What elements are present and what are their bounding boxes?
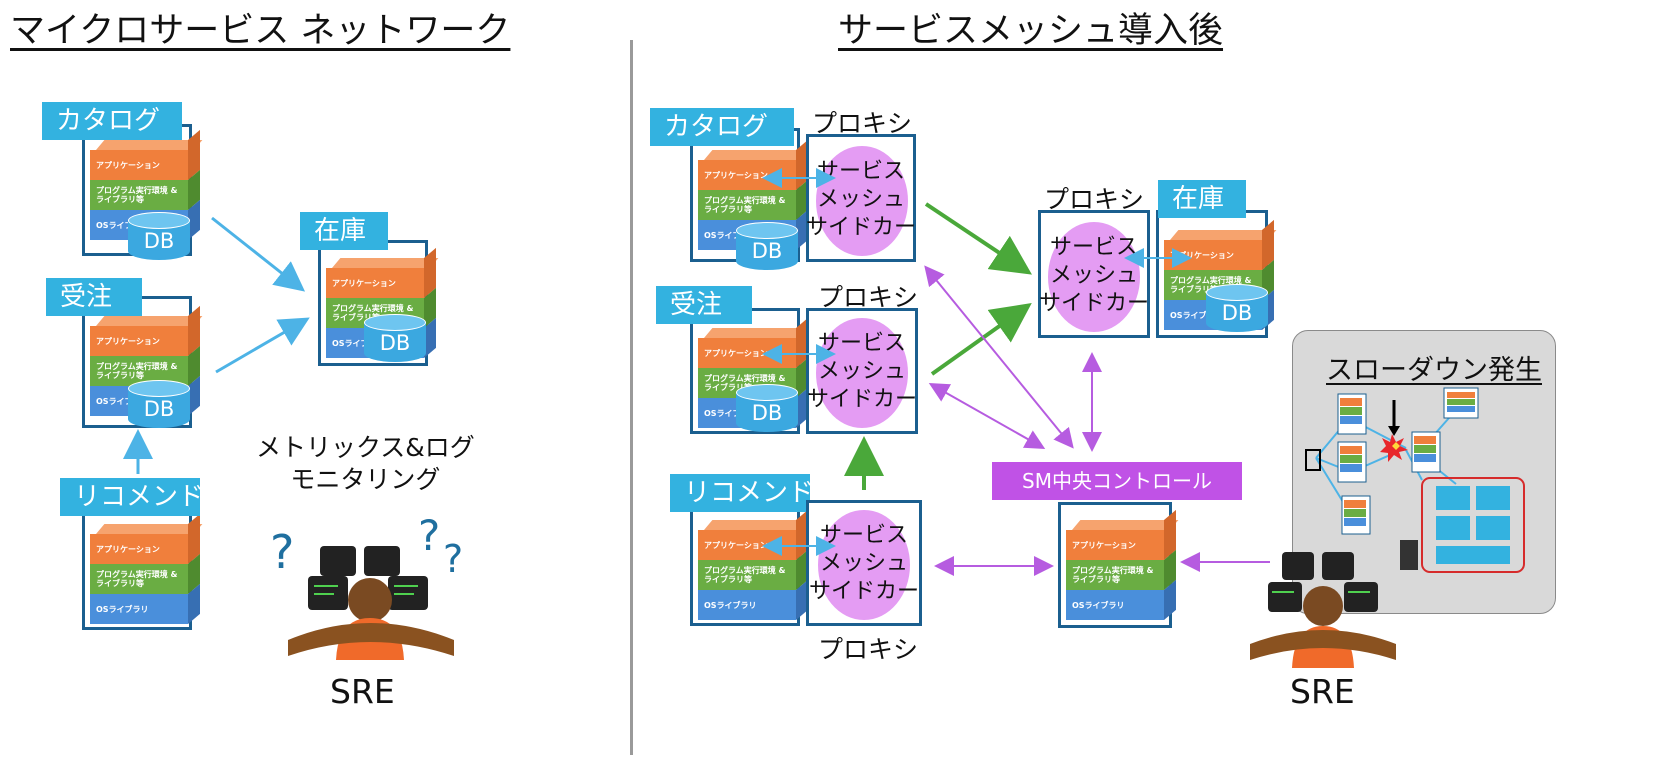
control-plane-stack: アプリケーション プログラム実行環境 & ライブラリ等 OSライブラリ — [1066, 530, 1164, 620]
right-catalog-proxy-label: プロキシ — [812, 109, 913, 138]
engineer-icon — [1250, 552, 1396, 668]
right-stock-tag: 在庫 — [1158, 180, 1246, 218]
right-stock-proxy-label: プロキシ — [1044, 185, 1145, 214]
sm-central-control-label: SM中央コントロール — [992, 462, 1242, 500]
runtime-layer: プログラム実行環境 & ライブラリ等 — [1066, 560, 1164, 590]
sidecar-oval — [818, 510, 910, 620]
svg-text:?: ? — [443, 537, 463, 581]
app-layer: アプリケーション — [90, 150, 188, 180]
svg-text:?: ? — [418, 511, 440, 560]
left-order-tag: 受注 — [46, 278, 142, 316]
right-recommend-proxy-label: プロキシ — [818, 635, 919, 664]
right-order-sidecar-text: サービス メッシュ サイドカー — [806, 331, 917, 412]
mini-topology-icon — [1305, 387, 1525, 573]
app-layer: アプリケーション — [90, 534, 188, 564]
slowdown-title: スローダウン発生 — [1326, 355, 1542, 386]
runtime-layer: プログラム実行環境 & ライブラリ等 — [90, 180, 188, 210]
os-layer: OSライブラリ — [90, 594, 188, 624]
sidecar-oval — [816, 318, 908, 428]
right-sre-label: SRE — [1290, 672, 1355, 711]
confused-engineer-icon: ? ? ? — [270, 511, 463, 660]
left-order-db-icon: DB — [128, 380, 190, 428]
right-order-db-icon: DB — [736, 384, 798, 432]
os-layer: OSライブラリ — [698, 590, 796, 620]
right-catalog-tag: カタログ — [650, 108, 794, 146]
os-layer: OSライブラリ — [1066, 590, 1164, 620]
runtime-layer: プログラム実行環境 & ライブラリ等 — [90, 564, 188, 594]
left-catalog-db-icon: DB — [128, 212, 190, 260]
monitoring-label: メトリックス&ログ モニタリング — [256, 433, 475, 494]
left-stock-db-icon: DB — [364, 314, 426, 362]
left-catalog-tag: カタログ — [42, 102, 182, 140]
svg-text:?: ? — [270, 525, 294, 579]
app-layer: アプリケーション — [326, 268, 424, 298]
sidecar-oval — [816, 146, 908, 256]
right-catalog-sidecar-text: サービス メッシュ サイドカー — [806, 159, 917, 240]
right-recommend-sidecar-text: サービス メッシュ サイドカー — [808, 523, 919, 604]
runtime-layer: プログラム実行環境 & ライブラリ等 — [698, 560, 796, 590]
app-layer: アプリケーション — [90, 326, 188, 356]
app-layer: アプリケーション — [1066, 530, 1164, 560]
right-order-proxy-label: プロキシ — [818, 283, 919, 312]
section-divider — [630, 40, 633, 755]
left-recommend-stack: アプリケーション プログラム実行環境 & ライブラリ等 OSライブラリ — [90, 534, 188, 624]
left-stock-tag: 在庫 — [300, 212, 388, 250]
left-title: マイクロサービス ネットワーク — [10, 11, 511, 51]
right-recommend-tag: リコメンド — [670, 474, 814, 512]
right-title: サービスメッシュ導入後 — [838, 11, 1224, 51]
runtime-layer: プログラム実行環境 & ライブラリ等 — [698, 190, 796, 220]
right-stock-db-icon: DB — [1206, 284, 1268, 332]
left-sre-label: SRE — [330, 672, 395, 711]
right-catalog-db-icon: DB — [736, 222, 798, 270]
left-recommend-tag: リコメンド — [60, 478, 204, 516]
right-order-tag: 受注 — [656, 286, 752, 324]
